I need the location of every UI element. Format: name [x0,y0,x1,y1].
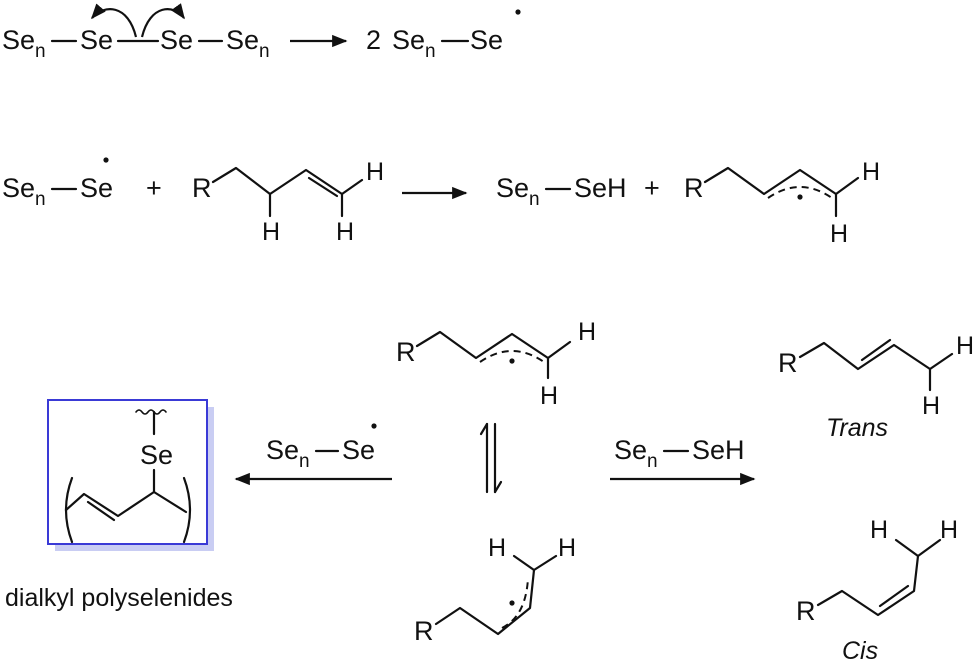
h-label: H [558,534,576,562]
double-bond-line [307,176,339,198]
r-group-label: R [414,616,434,646]
r-group-label: R [192,173,212,203]
allyl-radical-bottom: R H H [414,534,576,646]
sen-label: Sen [496,173,540,210]
radical-dot [797,194,803,200]
allyl-chain [434,554,558,636]
radical-dot [509,600,515,606]
h-label: H [956,332,974,360]
c-h-bond [894,538,920,558]
plus-sign: + [146,173,162,203]
cis-chain [816,538,942,617]
h-label: H [540,382,558,410]
sen-right-label: Sen [226,25,270,62]
delocalization-dash [767,186,833,199]
h-label: H [578,318,596,346]
delocalization-dash [501,577,529,629]
allyl-chain [703,166,860,196]
sen-left-label: Sen [2,25,46,62]
polyselenide-label: dialkyl polyselenides [5,584,233,612]
homolysis-step: Sen Se Se Sen 2 Sen Se [2,3,521,62]
se-label: Se [80,173,113,203]
allyl-chain [415,330,572,360]
cis-product: R H H Cis [796,516,958,663]
polymer-backbone [64,490,188,518]
r-group-label: R [796,596,816,626]
trans-product: R H H Trans [778,332,974,442]
h-label: H [336,218,354,246]
polyselenide-box: Se dialkyl polyselenides [5,399,233,612]
cis-label: Cis [842,637,878,663]
allyl-radical-top: R H H [396,318,596,410]
h-label: H [488,534,506,562]
h-label: H [862,158,880,186]
se-right-label: Se [160,25,193,55]
sen-label: Sen [614,435,658,472]
seh-label: SeH [574,173,627,203]
alkene-chain [211,166,364,196]
h-transfer-step: Sen SeH [610,435,756,486]
plus-sign: + [644,173,660,203]
double-bond-line [86,500,116,522]
h-label: H [870,516,888,544]
coefficient-label: 2 [366,25,381,55]
equilibrium-arrows [479,422,503,494]
c-h-bond [512,554,536,572]
h-label: H [830,220,848,248]
trans-label: Trans [826,414,888,442]
trans-chain [798,341,954,371]
double-bond-line [860,338,892,362]
fishhook-arrow-right [140,3,185,38]
se-left-label: Se [80,25,113,55]
h-label: H [366,158,384,186]
bracket-right [182,476,192,544]
wavy-attachment [135,409,167,415]
radical-dot [371,423,377,429]
abstraction-step: Sen Se + R H H H Sen SeH + R H H [2,157,880,248]
r-group-label: R [684,173,704,203]
se-radical-label: Se [470,25,503,55]
h-label: H [262,218,280,246]
delocalization-dash [479,350,545,363]
sen-label: Sen [266,435,310,472]
r-group-label: R [778,348,798,378]
radical-dot [515,9,521,15]
radical-dot [103,157,109,163]
h-label: H [922,392,940,420]
double-bond-line [878,584,910,608]
box-border [47,399,208,545]
bracket-left [64,476,74,544]
radical-dot [509,358,515,364]
sen-label: Sen [2,173,46,210]
se-label: Se [140,440,173,470]
fishhook-arrow-left [90,3,138,38]
h-label: H [940,516,958,544]
se-label: Se [342,435,375,465]
seh-label: SeH [692,435,745,465]
radical-coupling-step: Sen Se [234,423,392,486]
sen-radical-label: Sen [392,25,436,62]
r-group-label: R [396,337,416,367]
